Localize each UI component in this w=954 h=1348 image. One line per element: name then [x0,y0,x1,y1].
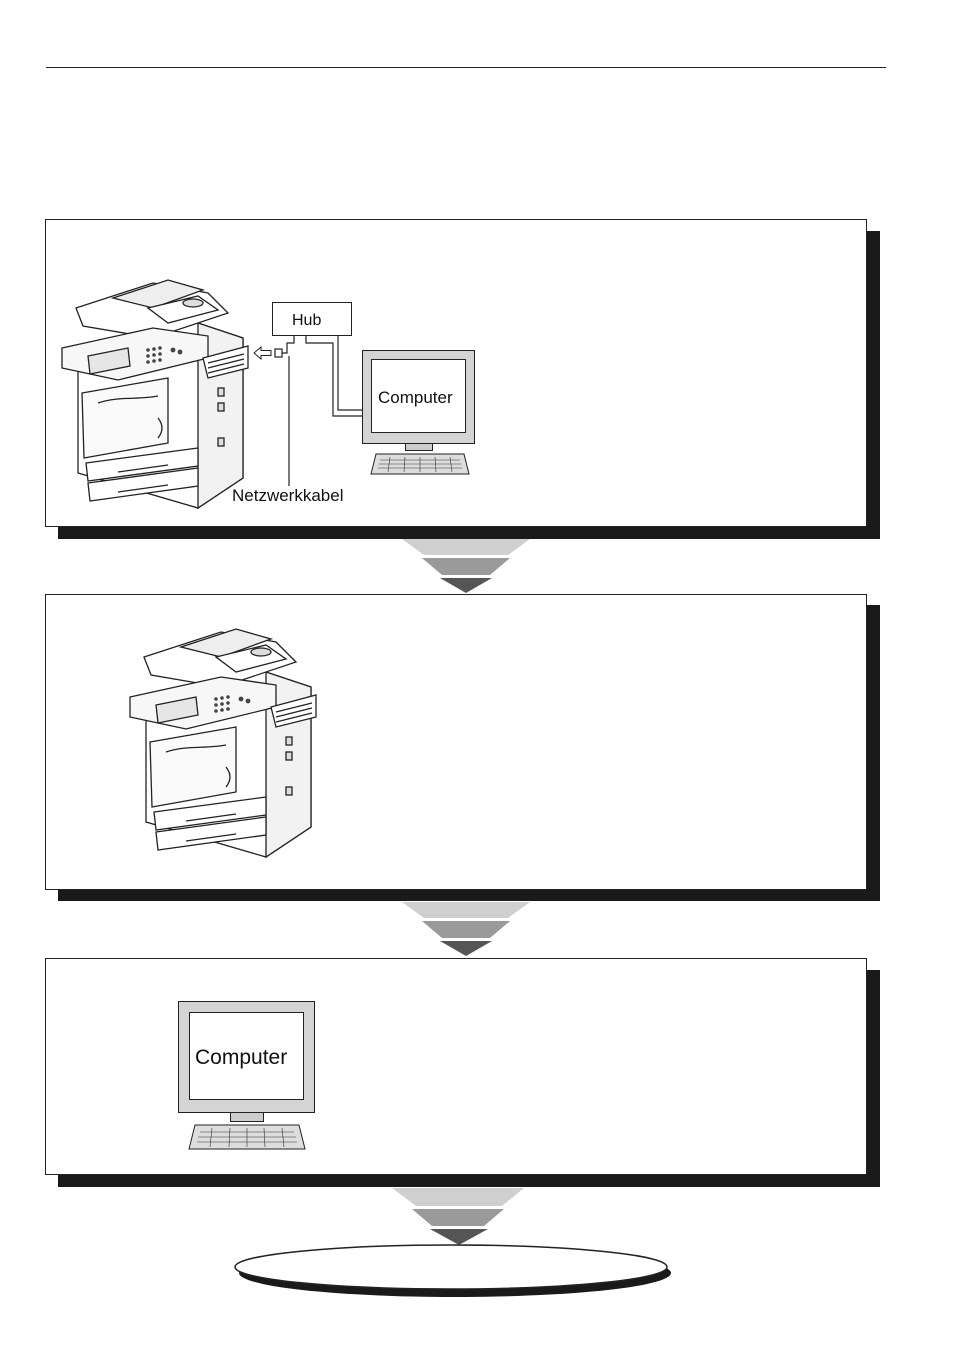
computer-1: Computer [362,350,477,478]
copier-illustration [61,279,249,510]
end-oval [233,1243,673,1299]
hub-label: Hub [292,312,322,329]
network-cables [274,336,364,486]
hub-box: Hub [272,302,352,336]
top-rule [46,67,886,68]
monitor-stand [405,443,433,451]
monitor-screen-2: Computer [189,1012,304,1100]
flow-arrow-2 [402,902,530,956]
keyboard-icon [370,453,470,475]
flow-arrow-1 [402,539,530,593]
monitor-stand-2 [230,1112,264,1122]
computer-2: Computer [178,1001,318,1153]
step1-panel: Hub Netzwerkkabel Computer [45,219,867,527]
computer-label: Computer [378,388,453,407]
copier-illustration-2 [129,628,317,859]
monitor-frame-2: Computer [178,1001,315,1113]
keyboard-icon-2 [188,1124,306,1150]
computer-label-2: Computer [195,1046,288,1069]
flow-arrow-3 [392,1188,524,1245]
monitor-frame: Computer [362,350,475,444]
step2-panel [45,594,867,890]
step3-panel: Computer [45,958,867,1175]
monitor-screen: Computer [371,359,466,433]
port-arrow-icon [253,346,272,360]
network-cable-label: Netzwerkkabel [232,486,344,505]
